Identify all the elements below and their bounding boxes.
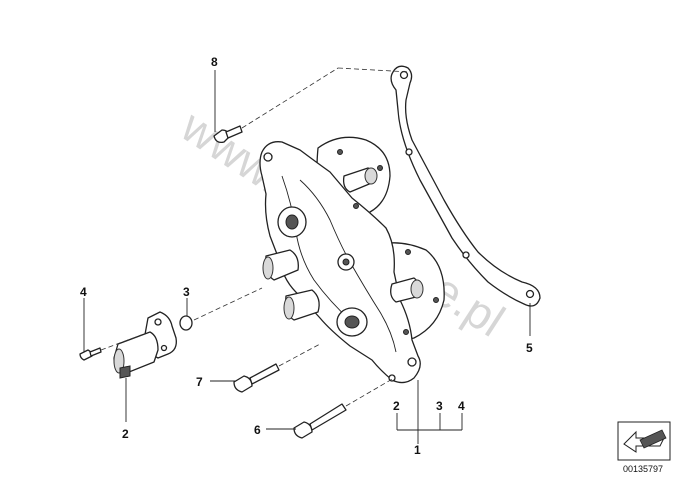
solenoid-valve-part-2 [113,311,177,379]
callout-7: 7 [196,375,203,389]
reference-number: 00135797 [623,464,663,474]
callout-6: 6 [254,423,261,437]
bolt-part-6 [293,403,347,439]
callout-4: 4 [80,285,87,299]
callout-2-group: 2 [393,399,400,413]
callout-2: 2 [122,427,129,441]
callout-3-group: 3 [436,399,443,413]
reference-box: 00135797 [617,421,671,474]
callout-8: 8 [211,55,218,69]
callout-4-group: 4 [458,399,465,413]
vanos-housing-part-1 [259,136,445,384]
gasket-part-5 [390,65,541,307]
callout-3: 3 [183,285,190,299]
callout-1: 1 [414,443,421,457]
screw-part-4 [79,347,102,361]
callout-5: 5 [526,341,533,355]
bolt-part-8 [213,125,243,144]
bolt-part-7 [233,363,280,393]
o-ring-part-3 [179,315,193,331]
